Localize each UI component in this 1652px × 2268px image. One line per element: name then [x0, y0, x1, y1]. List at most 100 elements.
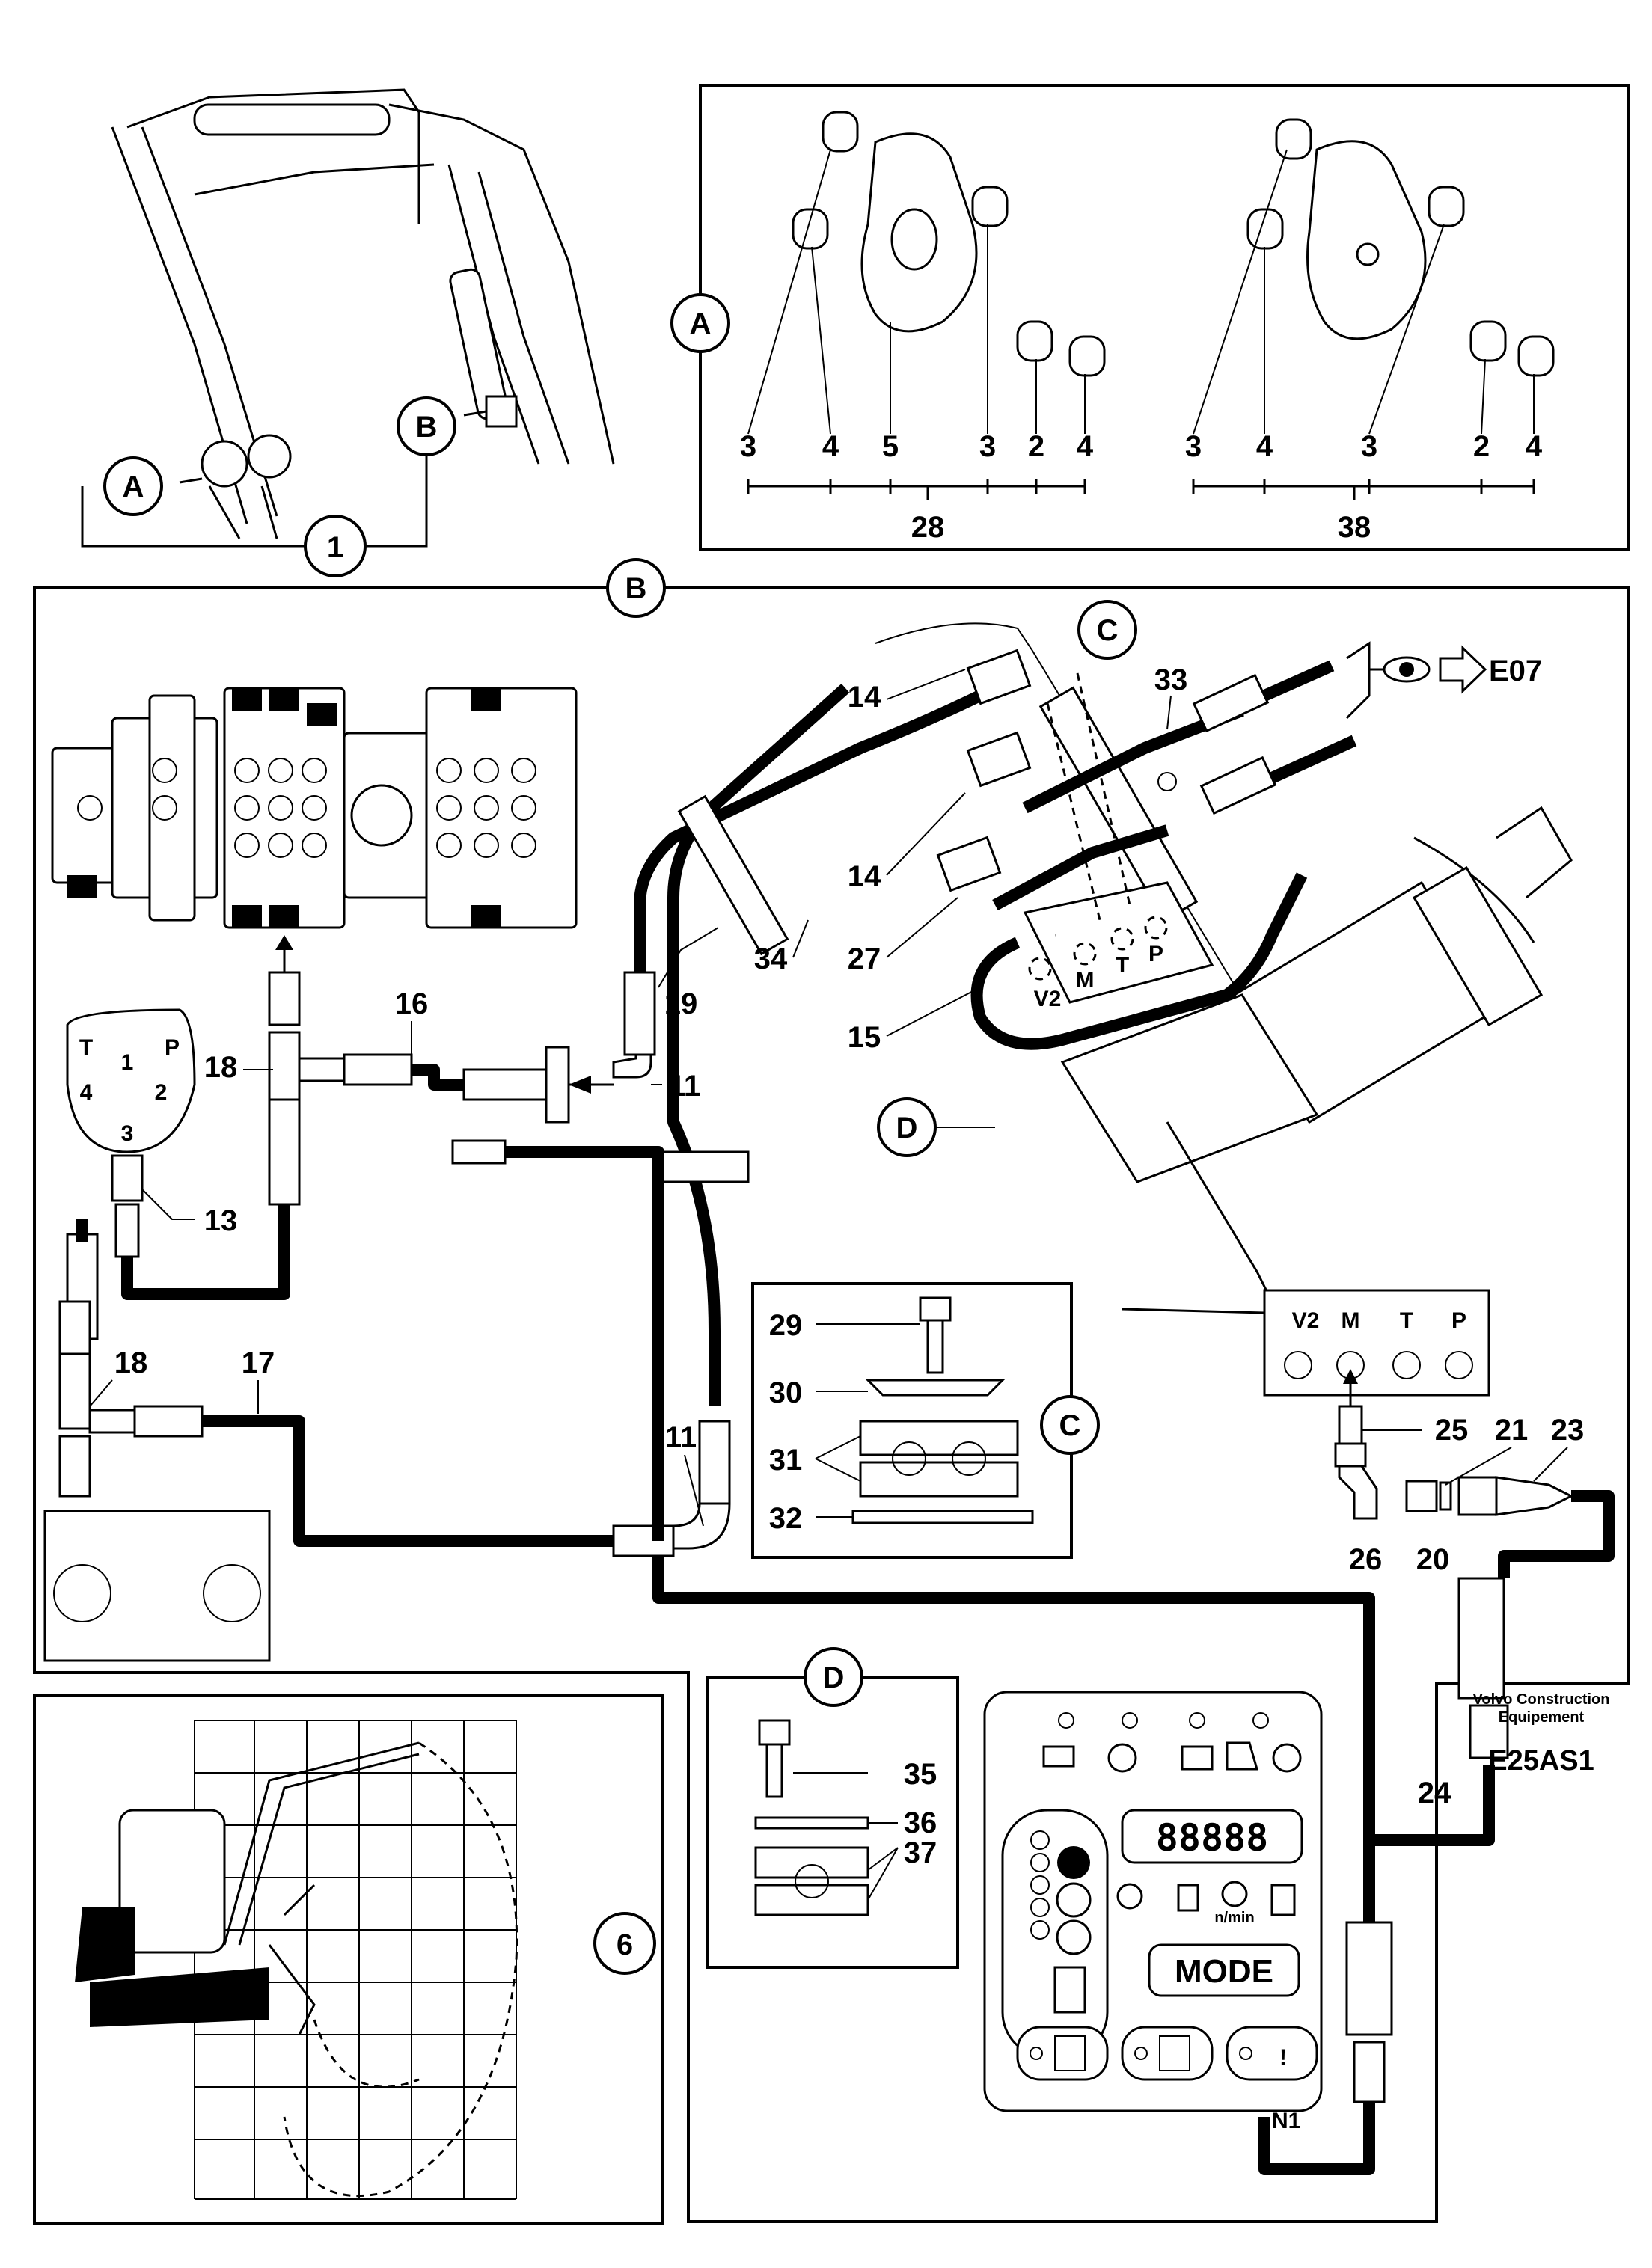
- svg-text:T: T: [1116, 953, 1129, 978]
- detail-6-frame: [33, 1694, 664, 2225]
- svg-text:A: A: [690, 307, 712, 340]
- test-fittings: [1334, 1369, 1615, 1578]
- footer: Volvo Construction Equipement E25AS1: [1473, 1691, 1610, 1777]
- svg-text:36: 36: [904, 1806, 937, 1839]
- callout-d-detail: D: [804, 1647, 863, 1707]
- instrument-panel: 88888 n/min MODE !: [983, 1691, 1323, 2112]
- lower-hose-11: [451, 682, 998, 1550]
- svg-text:B: B: [416, 411, 438, 444]
- svg-text:4: 4: [1256, 430, 1273, 463]
- reference-e07: E07: [1489, 655, 1542, 687]
- svg-text:18: 18: [204, 1051, 238, 1084]
- detail-a-frame: [699, 84, 1630, 551]
- svg-text:2: 2: [1473, 430, 1490, 463]
- svg-text:2: 2: [1028, 430, 1044, 463]
- svg-text:P: P: [1148, 942, 1163, 966]
- clock-icon: [1116, 1883, 1143, 1910]
- part-labels: 14 14 33 34 27 15 19 16 18 11 13 18 17 1…: [89, 663, 1585, 1869]
- svg-text:20: 20: [1416, 1543, 1450, 1576]
- svg-text:3: 3: [740, 430, 756, 463]
- svg-text:34: 34: [754, 943, 788, 975]
- svg-text:D: D: [896, 1112, 918, 1144]
- svg-text:37: 37: [904, 1836, 937, 1869]
- port-panel: V2 M T P: [1263, 1289, 1490, 1397]
- svg-text:M: M: [1342, 1308, 1360, 1333]
- callout-a-detail: A: [670, 293, 730, 353]
- svg-text:3: 3: [121, 1121, 134, 1146]
- work-lamp-icon: [1226, 1741, 1258, 1771]
- svg-text:Equipement: Equipement: [1499, 1709, 1585, 1726]
- svg-text:D: D: [823, 1661, 845, 1694]
- svg-text:1: 1: [327, 531, 343, 564]
- svg-text:C: C: [1059, 1409, 1081, 1442]
- svg-text:15: 15: [848, 1021, 881, 1054]
- svg-text:17: 17: [242, 1346, 275, 1379]
- svg-text:30: 30: [769, 1376, 803, 1409]
- callout-b-detail: B: [606, 558, 666, 618]
- svg-text:n/min: n/min: [1214, 1910, 1254, 1926]
- svg-text:32: 32: [769, 1502, 803, 1535]
- callout-a-top: A: [103, 456, 163, 516]
- set-38-numbers: 3 4 3 2 4 38: [1185, 430, 1543, 544]
- svg-text:23: 23: [1551, 1414, 1585, 1447]
- svg-text:E25AS1: E25AS1: [1488, 1745, 1594, 1777]
- svg-text:6: 6: [617, 1928, 633, 1961]
- svg-text:35: 35: [904, 1758, 937, 1791]
- svg-text:29: 29: [769, 1309, 803, 1342]
- battery-icon: [1042, 1745, 1075, 1768]
- svg-text:C: C: [1097, 614, 1119, 647]
- svg-text:11: 11: [669, 1070, 700, 1103]
- svg-text:Volvo Construction: Volvo Construction: [1473, 1691, 1610, 1708]
- svg-text:4: 4: [822, 430, 839, 463]
- svg-text:T: T: [1400, 1308, 1413, 1333]
- svg-text:33: 33: [1154, 663, 1188, 696]
- callout-b-top: B: [397, 396, 456, 456]
- svg-text:19: 19: [664, 987, 698, 1020]
- svg-text:14: 14: [848, 681, 881, 714]
- svg-text:M: M: [1076, 968, 1095, 993]
- svg-text:1: 1: [121, 1050, 134, 1075]
- detail-d-parts: [754, 1719, 899, 1916]
- svg-text:3: 3: [1185, 430, 1202, 463]
- callout-d-main: D: [877, 1097, 995, 1157]
- detail-b-frame: [33, 586, 1630, 2223]
- svg-text:V2: V2: [1034, 987, 1062, 1011]
- mini-excavator: [75, 1741, 420, 2035]
- arrow-right-icon: [1439, 645, 1487, 694]
- fuel-icon: [1177, 1884, 1199, 1912]
- svg-text:MODE: MODE: [1175, 1953, 1273, 1990]
- svg-text:28: 28: [911, 511, 945, 544]
- svg-text:4: 4: [1077, 430, 1094, 463]
- svg-text:26: 26: [1349, 1543, 1383, 1576]
- svg-text:B: B: [625, 572, 647, 605]
- svg-text:13: 13: [204, 1204, 238, 1237]
- svg-text:21: 21: [1495, 1414, 1529, 1447]
- set-28-numbers: 3 4 5 3 2 4 28: [740, 430, 1094, 544]
- cable-24: [652, 1556, 1509, 2175]
- svg-text:P: P: [165, 1035, 180, 1060]
- svg-text:5: 5: [882, 430, 899, 463]
- warning-icon: [1107, 1743, 1137, 1773]
- connector-n1: N1: [1272, 2109, 1300, 2133]
- svg-text:P: P: [1451, 1308, 1466, 1333]
- detail-c-parts: [815, 1296, 1034, 1524]
- svg-text:14: 14: [848, 860, 881, 893]
- bushing-set-38: [1192, 118, 1555, 500]
- svg-text:18: 18: [114, 1346, 148, 1379]
- mode-button[interactable]: [1148, 1943, 1300, 1997]
- svg-text:88888: 88888: [1156, 1816, 1269, 1860]
- hose-network-left: [43, 935, 675, 1662]
- callout-c-detail: C: [1040, 1395, 1100, 1455]
- svg-text:3: 3: [979, 430, 996, 463]
- svg-text:24: 24: [1418, 1777, 1451, 1809]
- valve-manifold: V2 M T P: [677, 622, 1573, 1324]
- svg-text:38: 38: [1338, 511, 1371, 544]
- bushing-set-28: [747, 111, 1106, 500]
- svg-text:27: 27: [848, 943, 881, 975]
- svg-text:31: 31: [769, 1444, 803, 1477]
- svg-text:4: 4: [1526, 430, 1543, 463]
- svg-text:T: T: [79, 1035, 93, 1060]
- svg-text:V2: V2: [1292, 1308, 1320, 1333]
- svg-text:!: !: [1279, 2045, 1287, 2070]
